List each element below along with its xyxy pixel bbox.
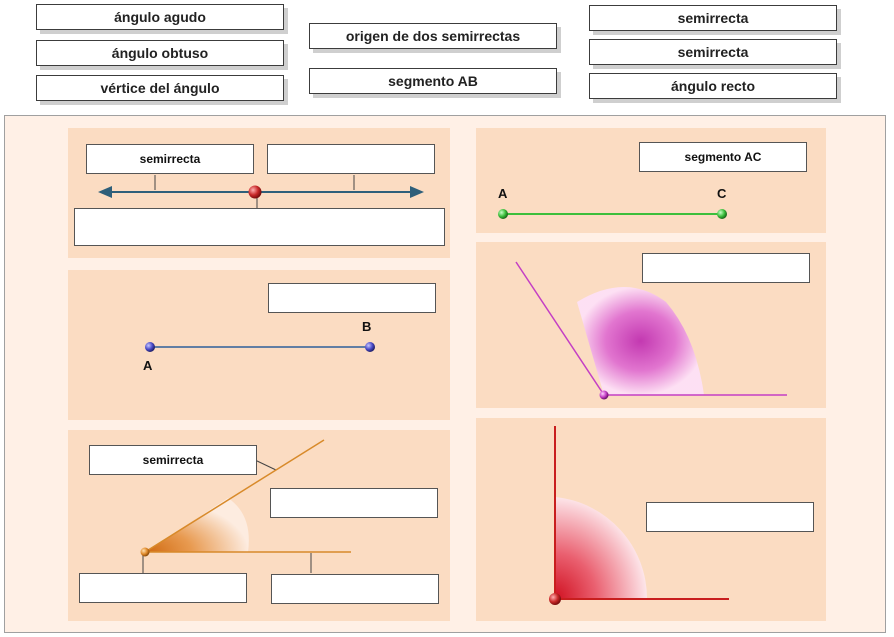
label-text: semirrecta xyxy=(139,152,201,166)
point-b xyxy=(365,342,375,352)
tile-vertice-del-angulo[interactable]: vértice del ángulo xyxy=(36,75,284,101)
drop-zone-obtuse-angle[interactable] xyxy=(642,253,810,283)
segment-ac-diagram xyxy=(498,209,727,219)
point-a-label: A xyxy=(498,186,508,201)
arrow-left-icon xyxy=(98,186,112,198)
angle-fill xyxy=(145,498,249,552)
tile-label: ángulo agudo xyxy=(114,9,206,25)
panel-right-angle xyxy=(476,418,826,621)
drop-zone-vertex[interactable] xyxy=(79,573,247,603)
tile-label: segmento AB xyxy=(388,73,478,89)
tile-segmento-ab[interactable]: segmento AB xyxy=(309,68,557,94)
panel-segment-ac: segmento AC A C xyxy=(476,128,826,233)
angle-fill xyxy=(555,497,648,599)
vertex-point xyxy=(599,390,609,400)
drop-zone-acute-angle[interactable] xyxy=(270,488,438,518)
obtuse-angle-diagram xyxy=(515,261,787,400)
point-c-label: C xyxy=(717,186,727,201)
arrow-right-icon xyxy=(410,186,424,198)
origin-point xyxy=(248,185,262,199)
point-a xyxy=(145,342,155,352)
acute-angle-diagram xyxy=(140,439,351,573)
point-a-label: A xyxy=(143,358,153,373)
vertex-point xyxy=(549,593,561,605)
tile-angulo-recto[interactable]: ángulo recto xyxy=(589,73,837,99)
tile-semirrecta-2[interactable]: semirrecta xyxy=(589,39,837,65)
point-a xyxy=(498,209,508,219)
angle-fill xyxy=(577,287,704,395)
tile-origen-dos-semirrectas[interactable]: origen de dos semirrectas xyxy=(309,23,557,49)
tile-label: semirrecta xyxy=(677,10,749,26)
point-b-label: B xyxy=(362,319,372,334)
ray-upper xyxy=(144,439,325,553)
panel-segment-ab: B A xyxy=(68,270,450,420)
right-angle-diagram xyxy=(549,426,729,605)
panel-acute-angle: semirrecta xyxy=(68,430,450,621)
ray-left xyxy=(515,261,605,396)
label-semirrecta-left: semirrecta xyxy=(86,144,254,174)
segment-ab-diagram xyxy=(145,342,375,352)
tile-label: origen de dos semirrectas xyxy=(345,28,521,44)
panel-obtuse-angle xyxy=(476,242,826,408)
drop-zone-ray-right[interactable] xyxy=(267,144,435,174)
label-text: segmento AC xyxy=(684,150,762,164)
drop-zone-ray-lower[interactable] xyxy=(271,574,439,604)
label-segmento-ac: segmento AC xyxy=(639,142,807,172)
tile-label: ángulo obtuso xyxy=(111,45,209,61)
tile-label: ángulo recto xyxy=(670,78,755,94)
label-semirrecta: semirrecta xyxy=(89,445,257,475)
tile-label: semirrecta xyxy=(677,44,749,60)
point-c xyxy=(717,209,727,219)
drop-zone-segment-ab[interactable] xyxy=(268,283,436,313)
tile-label: vértice del ángulo xyxy=(100,80,220,96)
drop-zone-right-angle[interactable] xyxy=(646,502,814,532)
tile-angulo-agudo[interactable]: ángulo agudo xyxy=(36,4,284,30)
tile-semirrecta-1[interactable]: semirrecta xyxy=(589,5,837,31)
vertex-point xyxy=(140,547,150,557)
label-text: semirrecta xyxy=(142,453,204,467)
drop-zone-origin[interactable] xyxy=(74,208,445,246)
tile-angulo-obtuso[interactable]: ángulo obtuso xyxy=(36,40,284,66)
panel-rays: semirrecta xyxy=(68,128,450,258)
rays-diagram xyxy=(98,175,424,208)
